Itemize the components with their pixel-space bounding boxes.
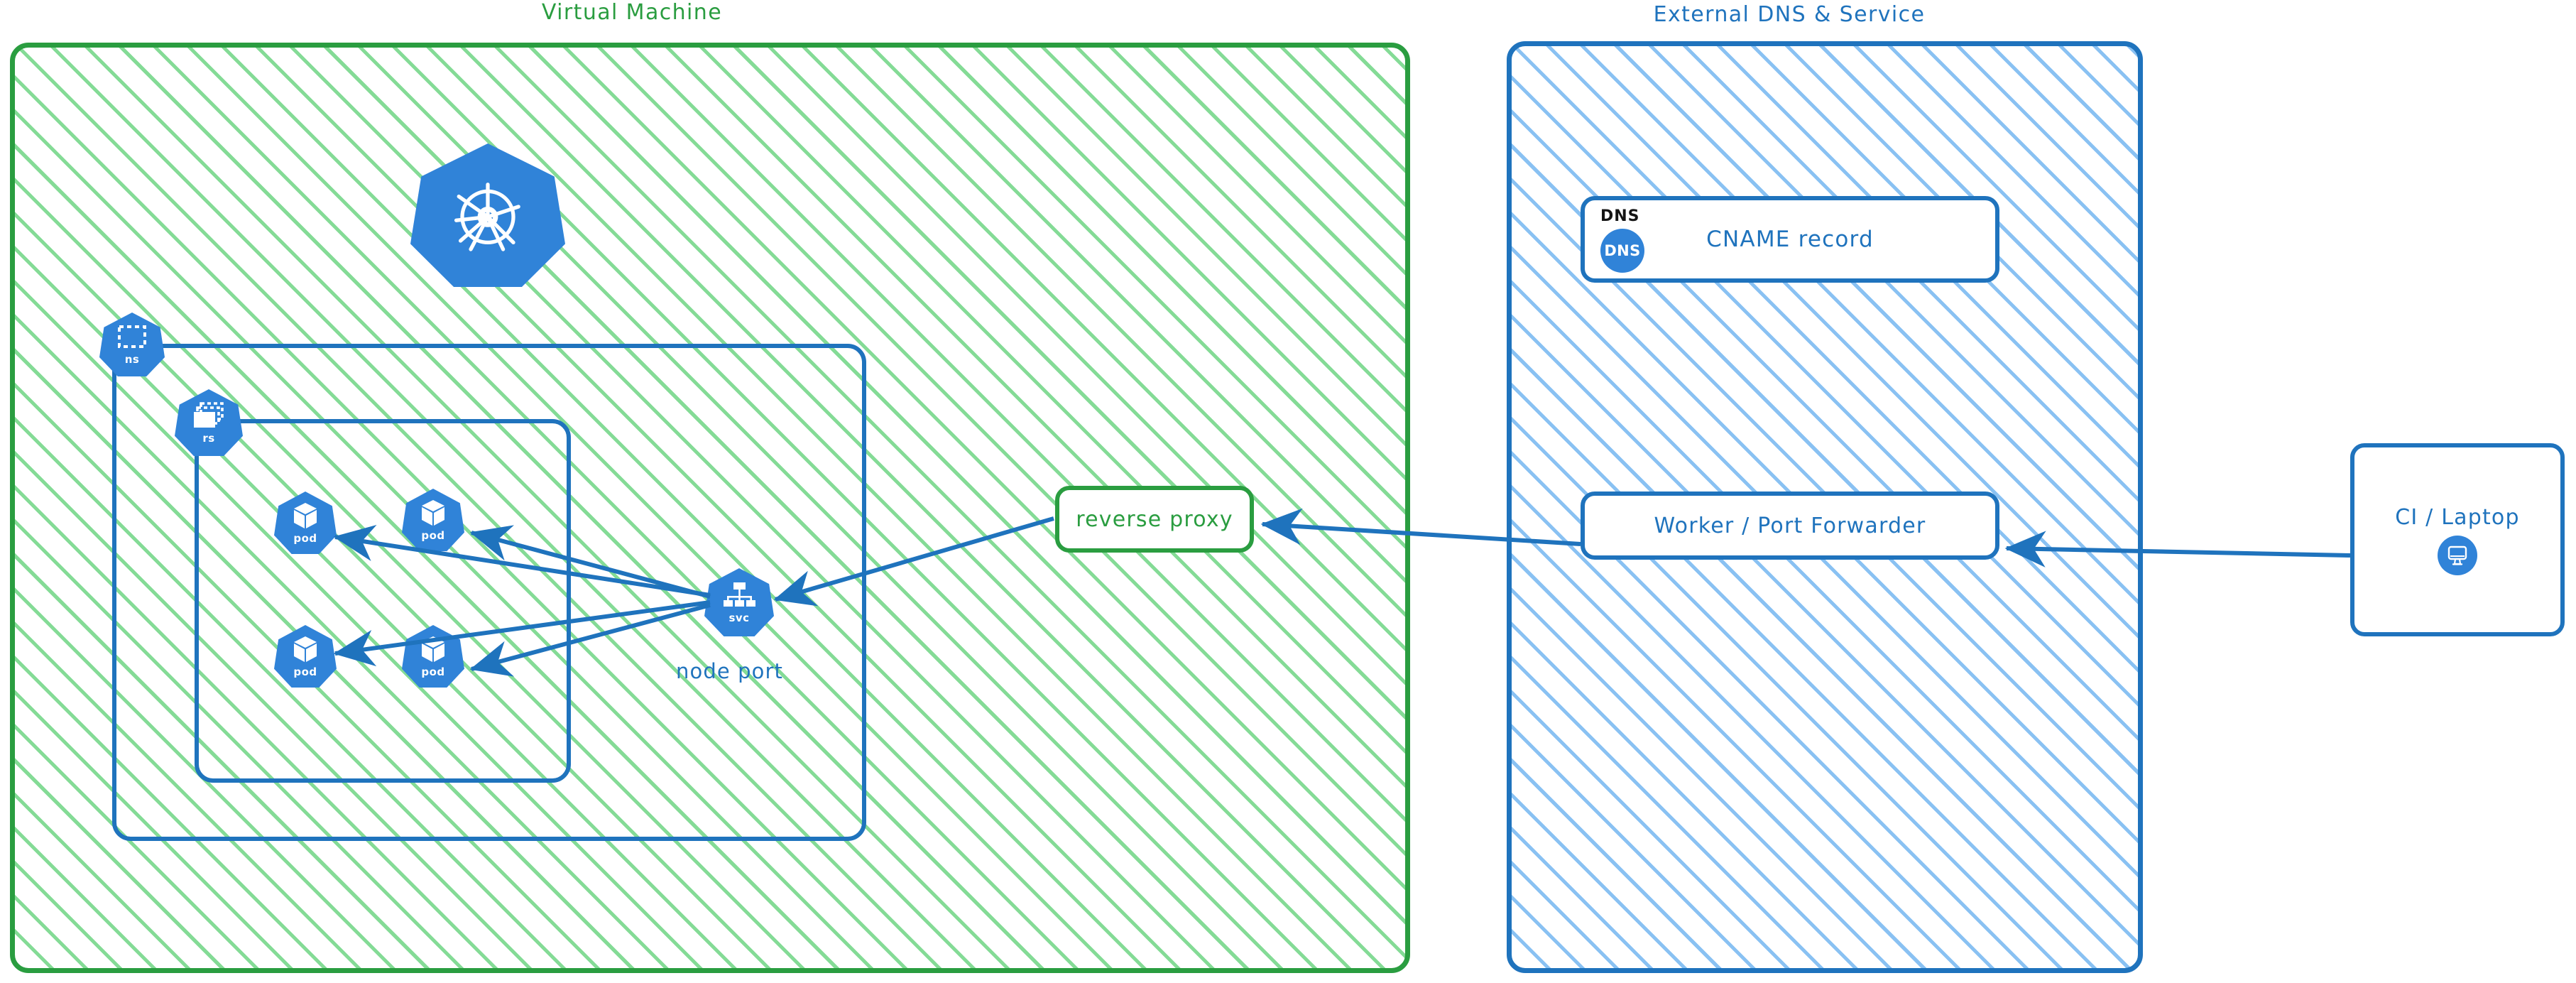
ci-laptop-box[interactable]: CI / Laptop [2350, 443, 2565, 636]
worker-port-forwarder-box[interactable]: Worker / Port Forwarder [1581, 492, 1999, 560]
replicaset-tag: rs [202, 432, 215, 445]
dns-badge-icon: DNS [1600, 229, 1644, 273]
dns-kicker-label: DNS [1600, 207, 1640, 225]
panel-title-virtual-machine: Virtual Machine [541, 0, 723, 25]
pod-tag-3: pod [293, 666, 317, 678]
node-port-caption: node port [676, 659, 783, 683]
cname-record-label: CNAME record [1706, 227, 1874, 252]
pod-tag-4: pod [421, 666, 445, 678]
worker-port-forwarder-label: Worker / Port Forwarder [1654, 513, 1926, 538]
reverse-proxy-box[interactable]: reverse proxy [1055, 486, 1254, 553]
panel-title-external-dns-service: External DNS & Service [1653, 2, 1926, 27]
ci-laptop-label: CI / Laptop [2395, 504, 2520, 530]
dns-cname-card[interactable]: DNS DNS CNAME record [1581, 196, 1999, 283]
pod-tag-2: pod [421, 529, 445, 542]
namespace-tag: ns [124, 353, 140, 366]
pod-tag-1: pod [293, 532, 317, 545]
desktop-monitor-icon [2437, 535, 2477, 575]
reverse-proxy-label: reverse proxy [1076, 506, 1233, 532]
replicaset-frame [195, 419, 571, 783]
service-tag: svc [728, 612, 750, 624]
